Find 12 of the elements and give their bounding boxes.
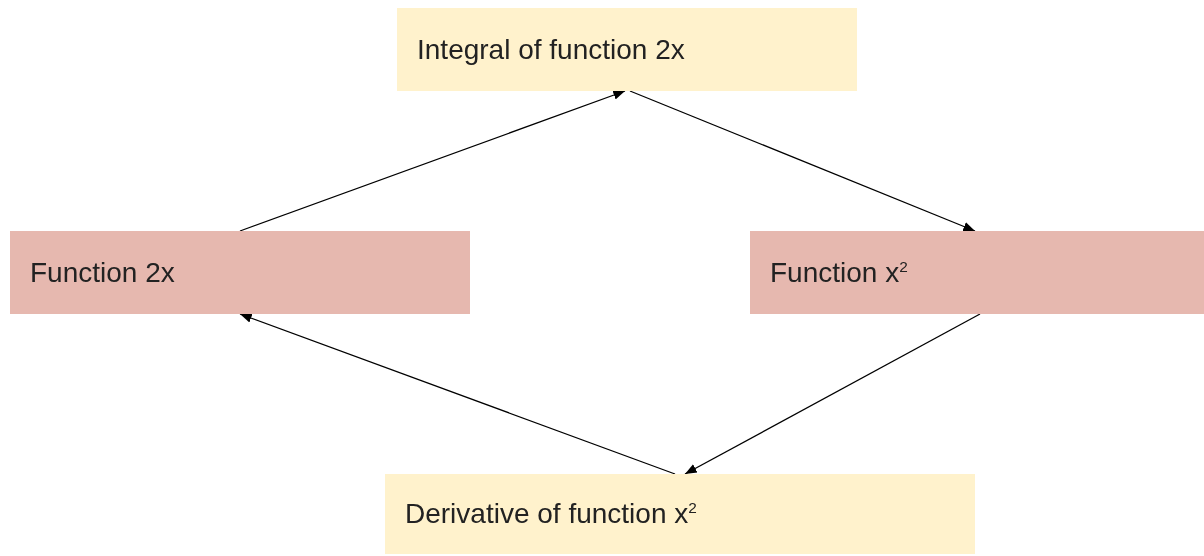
process-box — [385, 474, 975, 554]
box-label: Integral of function 2x — [417, 33, 685, 66]
box-label: Function x$^{2}$ — [770, 256, 908, 289]
arrow — [239, 313, 676, 475]
arrow — [239, 90, 626, 232]
box-label: Derivative of function x$^{2}$ — [405, 498, 697, 530]
arrow — [629, 90, 976, 232]
process-box — [750, 231, 1204, 314]
process-box — [10, 231, 470, 314]
process-box — [397, 8, 857, 91]
box-label: Function 2x — [30, 256, 175, 289]
arrow — [684, 313, 981, 475]
